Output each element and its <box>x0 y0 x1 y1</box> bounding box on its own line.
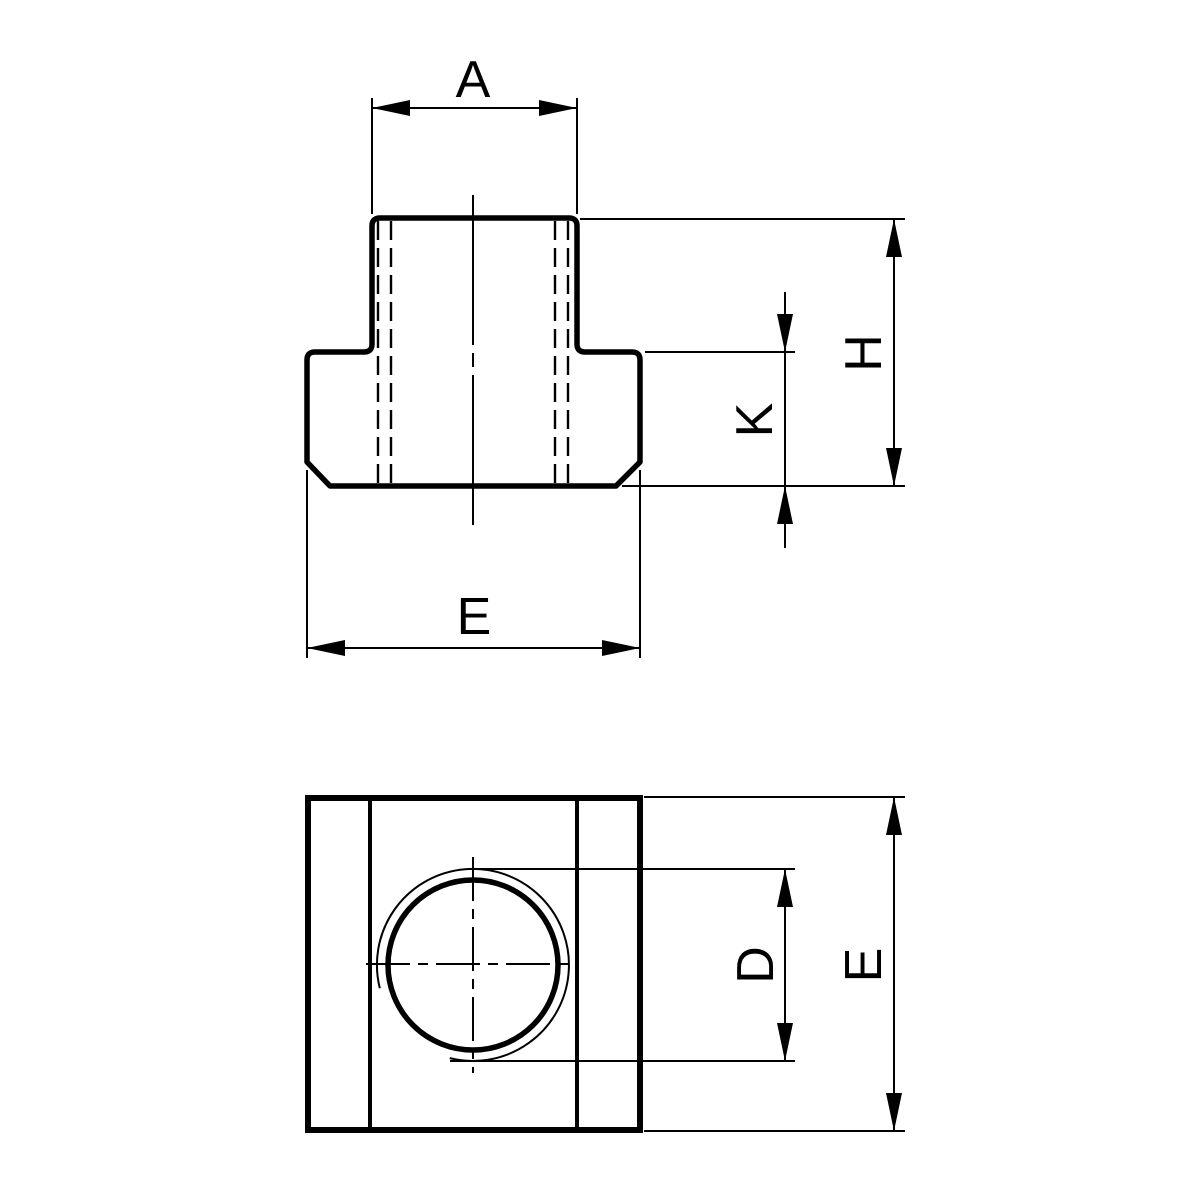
dim-label-A: A <box>456 51 491 109</box>
arrowhead-up <box>886 797 902 835</box>
dim-label-K: K <box>726 402 784 437</box>
arrowhead-down <box>777 314 793 352</box>
arrowhead-right <box>602 640 640 656</box>
dimension-E-front: E <box>306 470 641 658</box>
dimension-A: A <box>371 51 578 214</box>
dim-label-D: D <box>727 946 785 984</box>
arrowhead-down <box>777 1023 793 1061</box>
plan-view: D E <box>305 795 905 1133</box>
dim-label-E-front: E <box>457 588 492 646</box>
dim-label-H: H <box>835 334 893 372</box>
thread-major-arc <box>375 867 570 1062</box>
dimension-H: H <box>580 218 905 487</box>
dimension-E-plan: E <box>644 796 905 1132</box>
arrowhead-up <box>777 486 793 524</box>
dimension-D: D <box>450 868 795 1062</box>
front-view: A H K E <box>304 51 905 658</box>
arrowhead-left <box>307 640 345 656</box>
plan-view-outline <box>305 795 643 1133</box>
front-view-outline <box>304 215 643 489</box>
arrowhead-up <box>777 869 793 907</box>
arrowhead-down <box>886 448 902 486</box>
arrowhead-up <box>886 219 902 257</box>
dim-label-E-plan: E <box>835 948 893 983</box>
arrowhead-left <box>372 100 410 116</box>
dimension-K: K <box>645 292 795 548</box>
arrowhead-down <box>886 1093 902 1131</box>
arrowhead-right <box>539 100 577 116</box>
